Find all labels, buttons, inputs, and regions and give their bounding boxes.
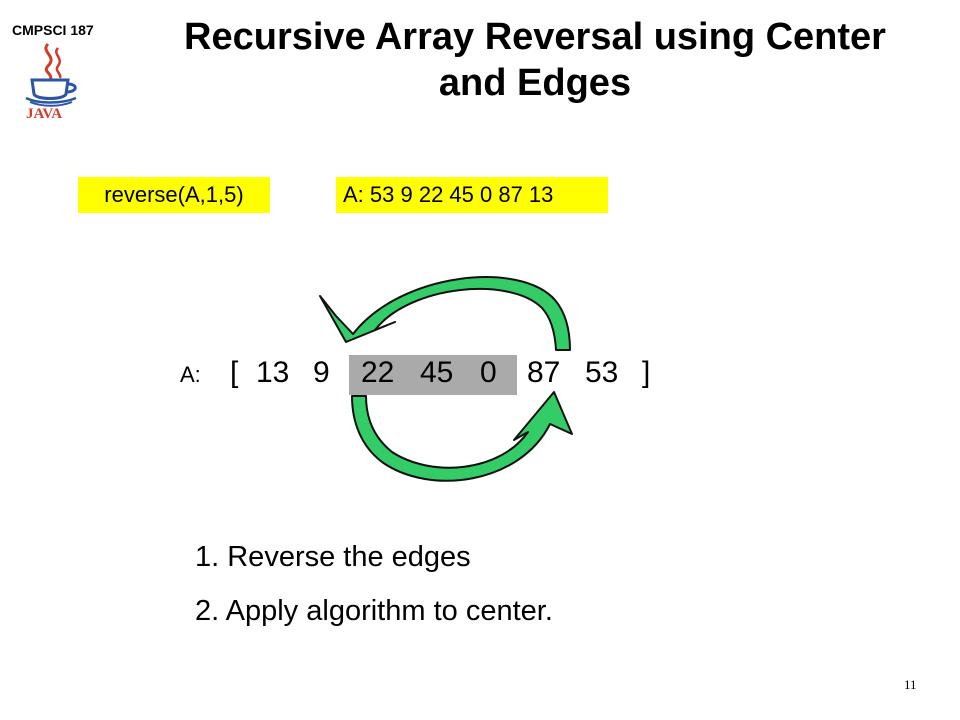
array-value-2: 22 <box>361 356 395 389</box>
step-2-text: 2. Apply algorithm to center. <box>195 595 553 627</box>
java-logo-icon: JAVA <box>18 40 92 120</box>
array-open-bracket: [ <box>230 356 239 389</box>
slide-number: 11 <box>904 677 917 692</box>
array-value-4: 0 <box>480 356 497 389</box>
array-value-6: 53 <box>585 356 619 389</box>
page-title-line-1: Recursive Array Reversal using Center <box>184 16 886 58</box>
page-title-line-2: and Edges <box>438 62 632 104</box>
step-1-text: 1. Reverse the edges <box>195 541 471 573</box>
array-value-5: 87 <box>527 356 561 389</box>
recursive-call-tag: reverse(A,1,5) <box>78 177 270 213</box>
page-title: Recursive Array Reversal using Center an… <box>120 14 950 106</box>
course-label: CMPSCI 187 <box>12 22 94 38</box>
bottom-swap-arrow <box>351 391 573 482</box>
array-label: A: <box>180 362 201 387</box>
array-value-3: 45 <box>420 356 454 389</box>
array-state-tag: A: 53 9 22 45 0 87 13 <box>336 177 608 213</box>
array-value-1: 9 <box>313 356 330 389</box>
array-close-bracket: ] <box>642 356 651 389</box>
array-value-0: 13 <box>256 356 290 389</box>
top-swap-arrow <box>319 276 571 351</box>
java-logo-text: JAVA <box>26 106 62 120</box>
center-highlight <box>349 355 517 395</box>
